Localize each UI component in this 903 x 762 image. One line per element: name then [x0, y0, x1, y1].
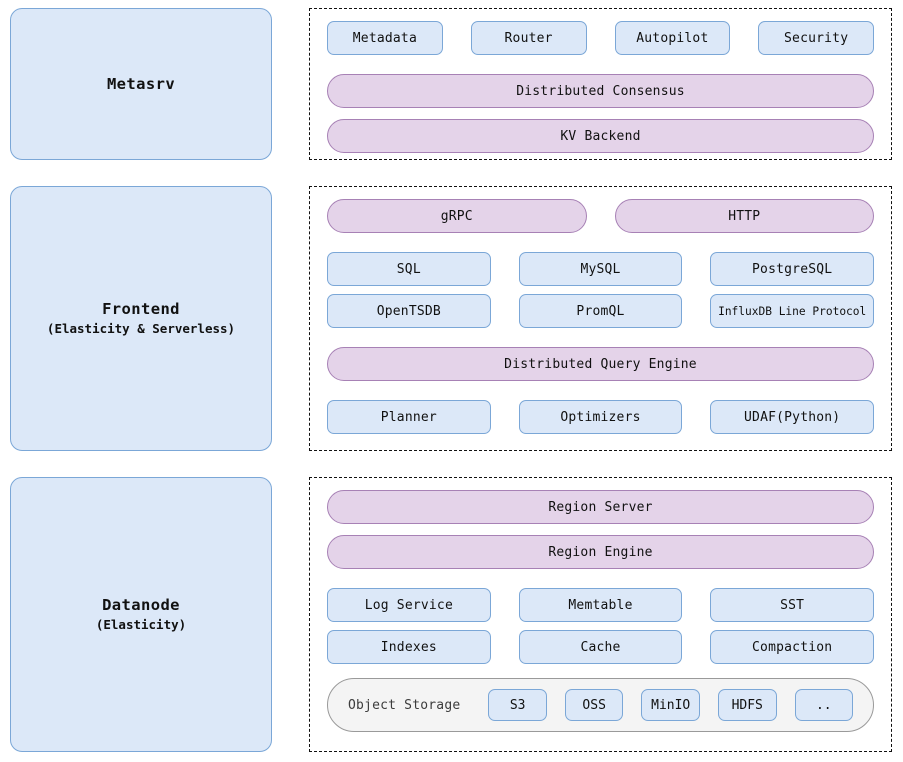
- layer-frontend: Frontend (Elasticity & Serverless) gRPC …: [10, 186, 892, 451]
- datanode-components-row-1: Log Service Memtable SST: [327, 588, 875, 622]
- frontend-protocols-row-1: SQL MySQL PostgreSQL: [327, 252, 875, 286]
- frontend-protocols-row-2: OpenTSDB PromQL InfluxDB Line Protocol: [327, 294, 875, 328]
- box-security[interactable]: Security: [758, 21, 874, 55]
- box-distributed-query-engine[interactable]: Distributed Query Engine: [327, 347, 874, 381]
- chip-minio[interactable]: MinIO: [641, 689, 700, 721]
- box-optimizers[interactable]: Optimizers: [518, 400, 683, 434]
- box-udaf-python[interactable]: UDAF(Python): [710, 400, 875, 434]
- role-panel-datanode[interactable]: Datanode (Elasticity): [10, 477, 272, 752]
- chip-s3[interactable]: S3: [488, 689, 547, 721]
- role-title: Datanode: [102, 596, 180, 615]
- box-mysql[interactable]: MySQL: [518, 252, 683, 286]
- object-storage-label: Object Storage: [348, 697, 461, 713]
- group-frontend-components: gRPC HTTP SQL MySQL PostgreSQL OpenTSDB …: [309, 186, 892, 451]
- frontend-query-engine-row: Distributed Query Engine: [327, 347, 874, 381]
- group-metasrv-components: Metadata Router Autopilot Security Distr…: [309, 8, 892, 160]
- box-grpc[interactable]: gRPC: [327, 199, 587, 233]
- metasrv-services-row: Metadata Router Autopilot Security: [327, 21, 874, 55]
- box-http[interactable]: HTTP: [614, 199, 874, 233]
- box-distributed-consensus[interactable]: Distributed Consensus: [327, 74, 874, 108]
- box-metadata[interactable]: Metadata: [327, 21, 443, 55]
- box-promql[interactable]: PromQL: [518, 294, 683, 328]
- box-planner[interactable]: Planner: [327, 400, 491, 434]
- box-memtable[interactable]: Memtable: [518, 588, 683, 622]
- box-influxdb-line-protocol[interactable]: InfluxDB Line Protocol: [710, 294, 875, 328]
- box-region-server[interactable]: Region Server: [327, 490, 874, 524]
- box-compaction[interactable]: Compaction: [710, 630, 875, 664]
- role-panel-metasrv[interactable]: Metasrv: [10, 8, 272, 160]
- box-kv-backend[interactable]: KV Backend: [327, 119, 874, 153]
- role-panel-frontend[interactable]: Frontend (Elasticity & Serverless): [10, 186, 272, 451]
- box-opentsdb[interactable]: OpenTSDB: [327, 294, 491, 328]
- group-datanode-components: Region Server Region Engine Log Service …: [309, 477, 892, 752]
- role-title: Frontend: [102, 300, 180, 319]
- chip-more[interactable]: ..: [794, 689, 854, 721]
- role-title: Metasrv: [106, 74, 176, 93]
- datanode-region-server-row: Region Server: [327, 490, 874, 524]
- frontend-query-components-row: Planner Optimizers UDAF(Python): [327, 400, 875, 434]
- metasrv-consensus-row: Distributed Consensus: [327, 74, 874, 108]
- box-postgresql[interactable]: PostgreSQL: [710, 252, 875, 286]
- box-sst[interactable]: SST: [710, 588, 875, 622]
- frontend-transport-row: gRPC HTTP: [327, 199, 874, 233]
- box-cache[interactable]: Cache: [518, 630, 683, 664]
- box-router[interactable]: Router: [470, 21, 587, 55]
- box-log-service[interactable]: Log Service: [327, 588, 491, 622]
- chip-oss[interactable]: OSS: [564, 689, 624, 721]
- layer-metasrv: Metasrv Metadata Router Autopilot Securi…: [10, 8, 892, 160]
- metasrv-kv-row: KV Backend: [327, 119, 874, 153]
- role-subtitle: (Elasticity): [95, 617, 187, 633]
- chip-hdfs[interactable]: HDFS: [717, 689, 777, 721]
- role-subtitle: (Elasticity & Serverless): [46, 321, 236, 337]
- datanode-region-engine-row: Region Engine: [327, 535, 874, 569]
- object-storage-strip: Object Storage S3 OSS MinIO HDFS ..: [327, 678, 874, 732]
- box-sql[interactable]: SQL: [327, 252, 491, 286]
- layer-datanode: Datanode (Elasticity) Region Server Regi…: [10, 477, 892, 752]
- box-indexes[interactable]: Indexes: [327, 630, 491, 664]
- datanode-components-row-2: Indexes Cache Compaction: [327, 630, 875, 664]
- box-autopilot[interactable]: Autopilot: [614, 21, 731, 55]
- box-region-engine[interactable]: Region Engine: [327, 535, 874, 569]
